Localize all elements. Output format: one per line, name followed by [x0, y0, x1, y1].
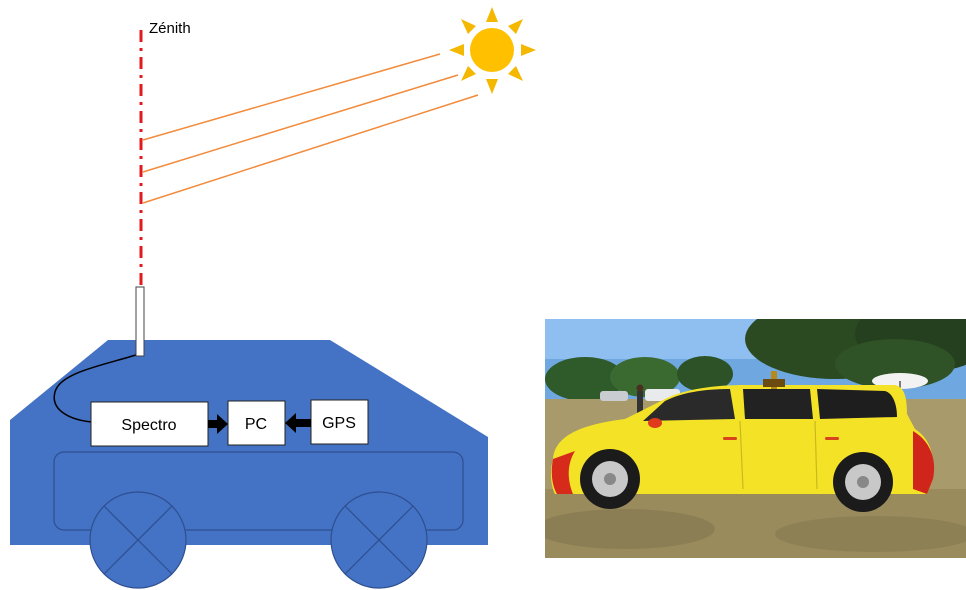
pc-label: PC	[245, 416, 267, 433]
sun-ray	[143, 54, 440, 140]
rear-right-wheel	[331, 492, 427, 588]
sun-icon	[449, 7, 536, 94]
sun-rays	[143, 54, 478, 203]
vehicle-photo	[545, 319, 966, 558]
sun-ray	[143, 95, 478, 203]
zenith-label: Zénith	[149, 20, 191, 37]
sun-ray	[143, 75, 458, 172]
optical-probe	[136, 287, 144, 356]
gps-label: GPS	[322, 415, 356, 432]
spectro-label: Spectro	[121, 417, 176, 434]
yellow-car-photo-icon	[545, 319, 966, 558]
front-left-wheel	[90, 492, 186, 588]
